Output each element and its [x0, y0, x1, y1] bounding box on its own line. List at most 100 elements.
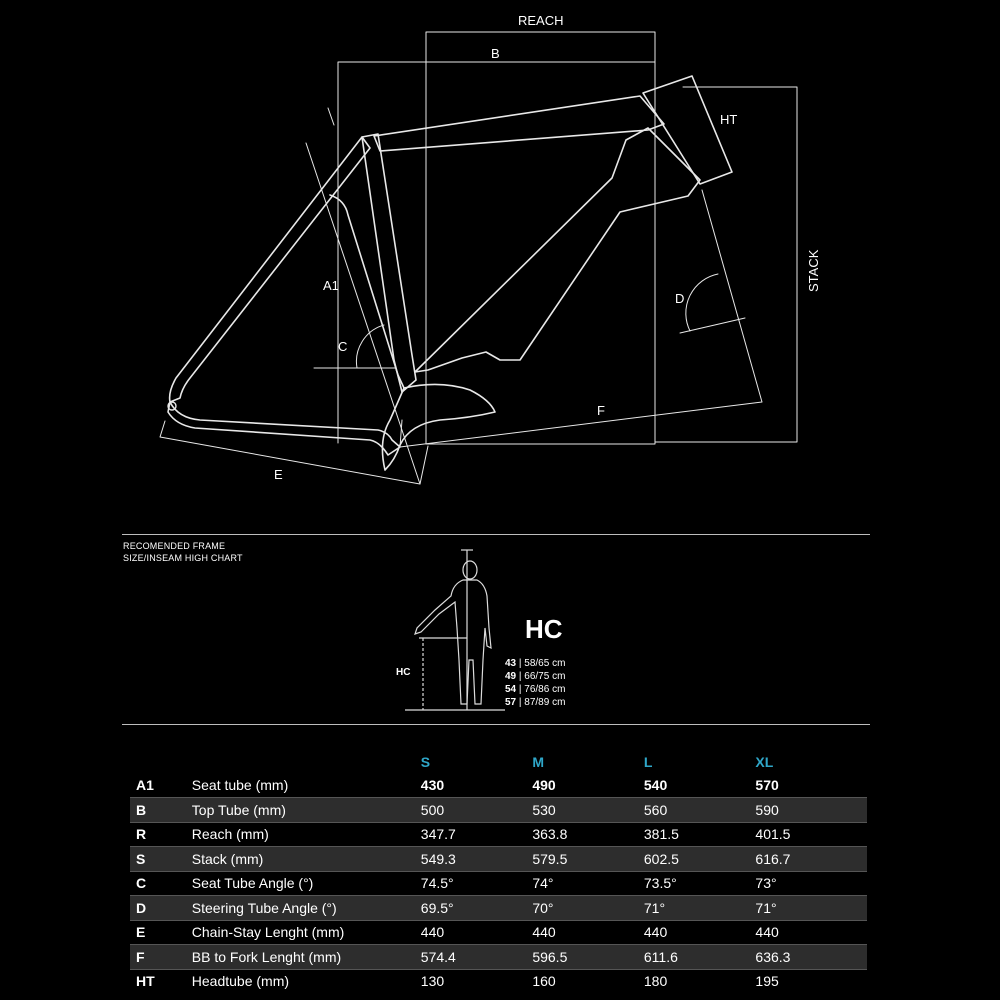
row-value-s: 549.3 [420, 846, 533, 871]
label-c: C [338, 339, 347, 354]
row-value-l: 440 [643, 919, 756, 945]
table-row: B Top Tube (mm) 500 530 560 590 [130, 797, 867, 822]
row-label: BB to Fork Lenght (mm) [191, 944, 421, 969]
table-header-row: S M L XL [130, 750, 867, 774]
row-value-xl: 570 [755, 777, 779, 794]
row-label: Headtube (mm) [191, 968, 421, 993]
row-value-xl: 195 [755, 968, 867, 993]
row-value-m: 363.8 [532, 821, 644, 847]
row-value-l: 381.5 [643, 821, 756, 847]
rear-axle [167, 401, 177, 411]
row-value-xl: 73° [755, 870, 867, 896]
row-code: R [130, 821, 192, 847]
b-line [337, 61, 656, 444]
row-value-m: 440 [532, 919, 644, 945]
table-row: S Stack (mm) 549.3 579.5 602.5 616.7 [130, 846, 867, 871]
angle-c-arc [355, 324, 385, 369]
hc-label-big: HC [525, 614, 563, 644]
column-header-s: S [420, 753, 431, 770]
label-e: E [274, 467, 283, 482]
row-code: A1 [136, 777, 154, 794]
row-label: Steering Tube Angle (°) [191, 895, 421, 920]
table-row: E Chain-Stay Lenght (mm) 440 440 440 440 [130, 919, 867, 945]
label-a1: A1 [323, 278, 339, 293]
row-value-m: 579.5 [532, 846, 644, 871]
divider-top [122, 534, 870, 535]
head-tube [642, 75, 733, 185]
column-header-xl: XL [755, 753, 774, 770]
row-value-s: 574.4 [420, 944, 533, 969]
chainstay-line [159, 420, 421, 485]
row-code: HT [130, 968, 192, 993]
row-value-xl: 71° [755, 895, 867, 920]
row-label: Chain-Stay Lenght (mm) [191, 919, 421, 945]
row-value-s: 130 [420, 968, 533, 993]
table-row: HT Headtube (mm) 130 160 180 195 [130, 968, 867, 993]
inseam-row: 57 | 87/89 cm [505, 697, 566, 708]
size-chart-title-line1: RECOMENDED FRAME [123, 541, 226, 551]
row-label: Seat Tube Angle (°) [191, 870, 421, 896]
row-label: Top Tube (mm) [191, 797, 421, 822]
row-value-s: 500 [420, 797, 533, 822]
seat-stay [168, 136, 371, 403]
hc-label-small: HC [396, 667, 411, 678]
row-value-l: 71° [643, 895, 756, 920]
row-value-m: 70° [532, 895, 644, 920]
table-row: C Seat Tube Angle (°) 74.5° 74° 73.5° 73… [130, 870, 867, 896]
row-value-s: 440 [420, 919, 533, 945]
table-row: D Steering Tube Angle (°) 69.5° 70° 71° … [130, 895, 867, 920]
inseam-row: 54 | 76/86 cm [505, 684, 566, 695]
row-value-m: 74° [532, 870, 644, 896]
row-value-m: 530 [532, 797, 644, 822]
row-value-l: 540 [643, 777, 668, 794]
row-label: Seat tube (mm) [191, 777, 289, 794]
seat-tube-axis [305, 142, 421, 485]
row-value-s: 69.5° [420, 895, 533, 920]
table-row: A1 Seat tube (mm) 430 490 540 570 [130, 774, 867, 798]
label-ht: HT [720, 112, 737, 127]
row-value-xl: 636.3 [755, 944, 867, 969]
rider-figure-icon [405, 549, 505, 711]
row-value-l: 560 [643, 797, 756, 822]
divider-bottom [122, 724, 870, 725]
reach-box [425, 31, 656, 445]
angle-d-arc [685, 273, 719, 332]
down-tube [414, 127, 701, 373]
column-header-l: L [643, 753, 653, 770]
row-value-m: 596.5 [532, 944, 644, 969]
seat-tube [361, 133, 417, 393]
row-label: Reach (mm) [191, 821, 421, 847]
row-value-l: 73.5° [643, 870, 756, 896]
row-value-m: 160 [532, 968, 644, 993]
row-value-l: 180 [643, 968, 756, 993]
row-code: B [130, 797, 192, 822]
column-header-m: M [532, 753, 544, 770]
row-value-xl: 590 [755, 797, 867, 822]
row-label: Stack (mm) [191, 846, 421, 871]
row-value-m: 490 [532, 777, 556, 794]
row-value-xl: 401.5 [755, 821, 867, 847]
row-code: S [130, 846, 192, 871]
label-stack: STACK [806, 249, 821, 292]
row-code: D [130, 895, 192, 920]
chain-stay [167, 401, 401, 456]
inseam-row: 43 | 58/65 cm [505, 658, 566, 669]
row-code: F [130, 944, 192, 969]
row-code: C [130, 870, 192, 896]
row-value-xl: 616.7 [755, 846, 867, 871]
row-value-s: 347.7 [420, 821, 533, 847]
label-f: F [597, 403, 605, 418]
label-reach: REACH [518, 13, 564, 28]
row-value-s: 74.5° [420, 870, 533, 896]
stack-box [654, 86, 798, 443]
label-d: D [675, 291, 684, 306]
label-b: B [491, 46, 500, 61]
angle-d-line [679, 317, 746, 334]
row-value-xl: 440 [755, 919, 867, 945]
top-tube [373, 95, 665, 152]
table-row: F BB to Fork Lenght (mm) 574.4 596.5 611… [130, 944, 867, 969]
size-chart-title-line2: SIZE/INSEAM HIGH CHART [123, 553, 243, 563]
table-row: R Reach (mm) 347.7 363.8 381.5 401.5 [130, 821, 867, 847]
row-value-l: 602.5 [643, 846, 756, 871]
row-value-l: 611.6 [643, 944, 756, 969]
